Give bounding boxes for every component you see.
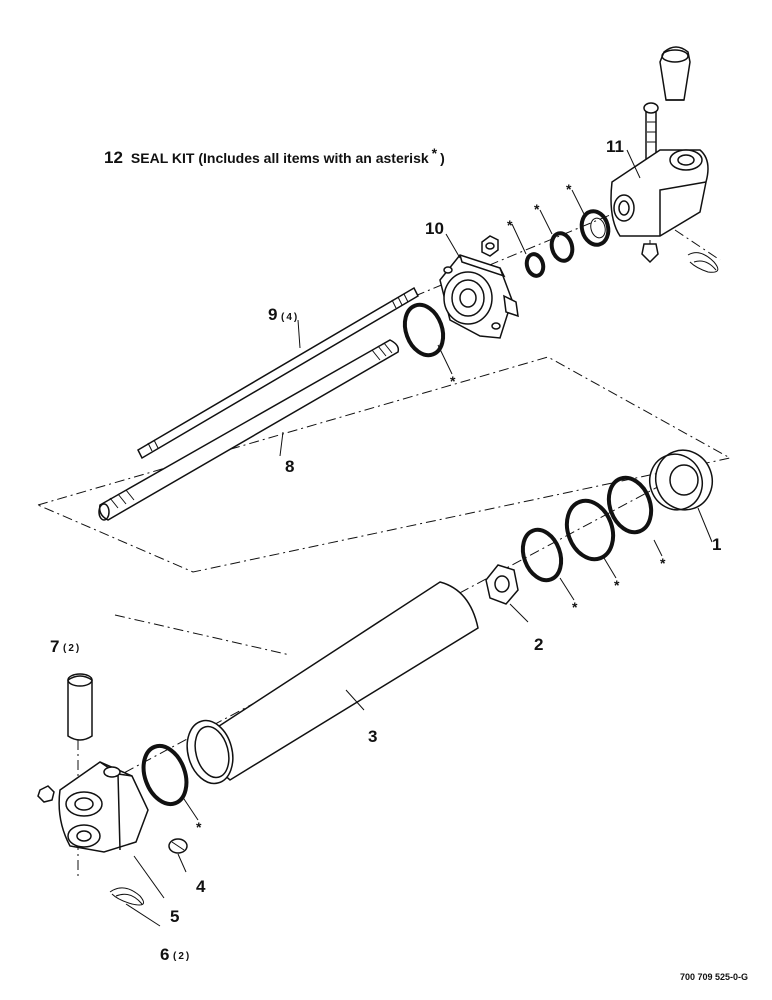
seal-kit-text: SEAL KIT (Includes all items with an ast… <box>131 150 429 166</box>
seal-kit-number: 12 <box>104 148 123 167</box>
rod-clevis-assembly <box>610 46 719 273</box>
callout-6: 6 <box>160 945 169 964</box>
callout-2: 2 <box>534 635 543 654</box>
asterisk-markers: * * * * * * * * <box>196 181 666 835</box>
cylinder-head <box>402 254 519 358</box>
asterisk-marker: * <box>450 373 456 389</box>
callouts: 11 10 9 (4) 8 1 2 3 7 (2) 4 5 6 (2) <box>50 137 721 964</box>
base-clevis-assembly <box>37 673 188 906</box>
asterisk-marker: * <box>507 217 513 233</box>
piston-rod <box>98 339 400 521</box>
seal-kit-asterisk: * <box>432 145 438 161</box>
callout-8: 8 <box>285 457 294 476</box>
callout-10: 10 <box>425 219 444 238</box>
callout-3: 3 <box>368 727 377 746</box>
seal-kit-title: 12 SEAL KIT (Includes all items with an a… <box>104 145 445 167</box>
callout-4: 4 <box>196 877 206 896</box>
leader-lines <box>125 149 713 927</box>
callout-9: 9 <box>268 305 277 324</box>
asterisk-marker: * <box>566 181 572 197</box>
cylinder-tube <box>141 581 479 807</box>
callout-9-qty: (4) <box>281 312 299 323</box>
rod-seals-upper <box>481 209 611 278</box>
callout-6-qty: (2) <box>173 951 191 962</box>
callout-1: 1 <box>712 535 721 554</box>
seal-kit-close: ) <box>440 150 445 166</box>
asterisk-marker: * <box>572 599 578 615</box>
drawing-part-number: 700 709 525-0-G <box>680 972 748 982</box>
callout-7-qty: (2) <box>63 643 81 654</box>
asterisk-marker: * <box>660 555 666 571</box>
asterisk-marker: * <box>534 201 540 217</box>
callout-7: 7 <box>50 637 59 656</box>
tie-rod <box>137 286 419 460</box>
asterisk-marker: * <box>614 577 620 593</box>
callout-11: 11 <box>606 137 624 156</box>
callout-5: 5 <box>170 907 179 926</box>
asterisk-marker: * <box>196 819 202 835</box>
piston-assembly <box>485 449 713 605</box>
